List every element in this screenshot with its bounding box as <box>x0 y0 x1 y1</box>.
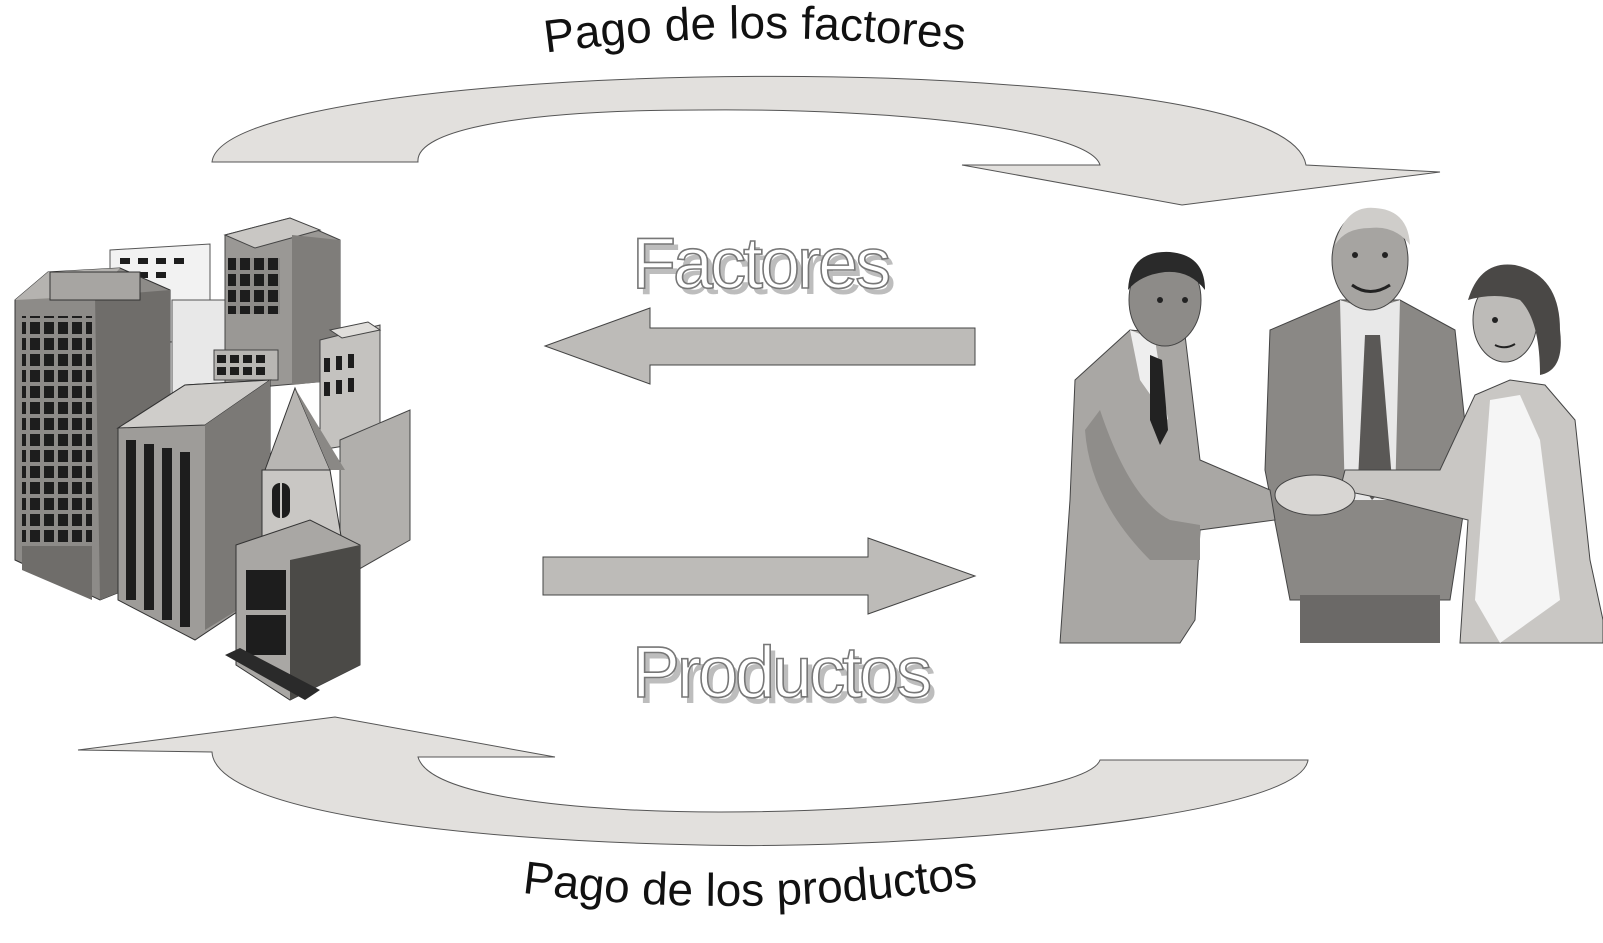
bottom-flow-label-text: Pago de los productos <box>521 845 980 916</box>
top-flow-label-text: Pago de los factores <box>541 0 969 63</box>
handshake <box>1274 474 1356 516</box>
productos-label-shadow: Productos <box>637 639 935 719</box>
bottom-flow-label: Pago de los productos <box>521 845 980 916</box>
factores-label-shadow: Factores <box>637 230 894 310</box>
person-middle <box>1264 207 1471 643</box>
people-handshake-icon <box>1059 207 1603 644</box>
person-left <box>1059 251 1276 644</box>
top-flow-label: Pago de los factores <box>541 0 969 63</box>
left-arrow <box>543 307 976 385</box>
top-curved-arrow <box>211 75 1441 206</box>
factores-label-group: Factores Factores <box>631 223 897 310</box>
office-buildings-icon <box>14 217 411 701</box>
bottom-curved-arrow <box>77 716 1309 847</box>
factores-label: Factores <box>632 224 889 304</box>
person-right <box>1339 264 1603 644</box>
productos-label: Productos <box>632 633 930 713</box>
right-arrow <box>542 537 977 615</box>
productos-label-group: Productos Productos <box>631 632 938 719</box>
